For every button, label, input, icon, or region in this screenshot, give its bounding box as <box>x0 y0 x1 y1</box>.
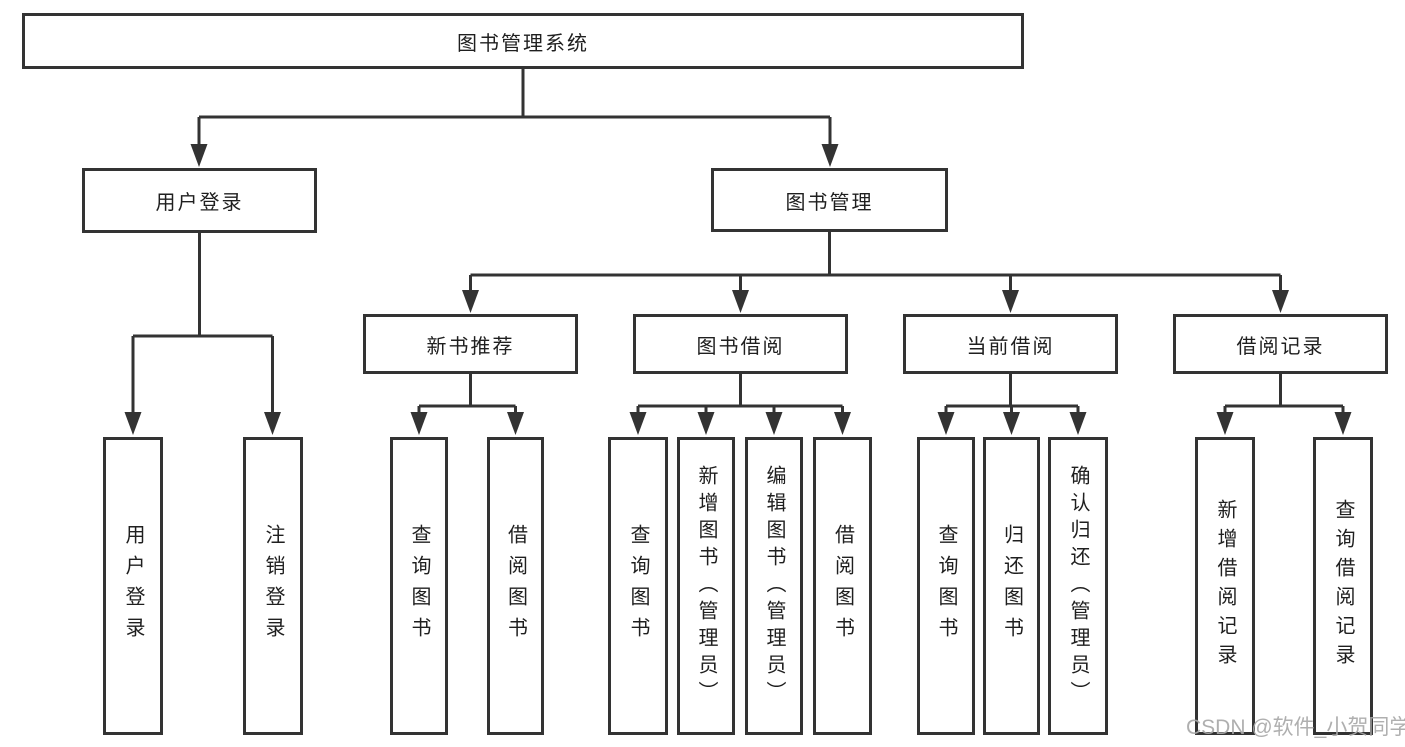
node-root: 图书管理系统 <box>22 13 1024 69</box>
node-label: 用户登录 <box>155 192 244 214</box>
node-leaf-confirm-return-admin: 确认归还（管理员） <box>1048 437 1108 735</box>
node-leaf-add-book-admin: 新增图书（管理员） <box>677 437 735 735</box>
arrowheads-new-books <box>410 412 524 435</box>
node-leaf-user-login: 用户登录 <box>103 437 163 735</box>
arrowheads-level2 <box>190 144 839 167</box>
node-leaf-query-borrow-record: 查询借阅记录 <box>1313 437 1373 735</box>
node-leaf-query-book-2: 查询图书 <box>608 437 668 735</box>
node-book-management-branch: 图书管理 <box>711 168 948 232</box>
node-label: 新增图书（管理员） <box>695 464 717 708</box>
node-leaf-logout: 注销登录 <box>243 437 303 735</box>
connector-new-books-split <box>417 374 517 413</box>
node-label: 查询图书 <box>627 524 649 648</box>
connector-root-to-level2 <box>197 69 832 146</box>
node-current-borrow: 当前借阅 <box>903 314 1118 374</box>
node-label: 查询图书 <box>408 524 430 648</box>
node-label: 用户登录 <box>122 524 144 648</box>
csdn-watermark: CSDN @软件_小贺同学 <box>1186 716 1405 739</box>
node-label: 借阅图书 <box>831 524 854 648</box>
node-label: 当前借阅 <box>966 335 1055 358</box>
node-label: 查询图书 <box>935 524 957 648</box>
node-label: 归还图书 <box>1000 524 1023 648</box>
arrowheads-records <box>1216 412 1352 435</box>
node-borrow-records: 借阅记录 <box>1173 314 1388 374</box>
node-leaf-borrow-book-1: 借阅图书 <box>487 437 544 735</box>
connector-borrow-split <box>636 374 844 413</box>
connector-book-mgmt-split <box>469 232 1282 291</box>
connector-current-split <box>944 374 1080 413</box>
arrowheads-current <box>937 412 1087 435</box>
node-root-label: 图书管理系统 <box>457 32 589 55</box>
node-new-book-recommend: 新书推荐 <box>363 314 578 374</box>
node-label: 查询借阅记录 <box>1332 499 1354 673</box>
node-label: 图书管理 <box>785 191 874 214</box>
arrowheads-borrow <box>629 412 851 435</box>
node-leaf-add-borrow-record: 新增借阅记录 <box>1195 437 1255 735</box>
node-leaf-borrow-book-2: 借阅图书 <box>813 437 872 735</box>
node-leaf-return-book: 归还图书 <box>983 437 1040 735</box>
node-label: 借阅图书 <box>504 524 527 648</box>
node-label: 图书借阅 <box>696 335 785 358</box>
node-label: 确认归还（管理员） <box>1067 464 1089 708</box>
node-label: 新书推荐 <box>426 335 515 358</box>
node-label: 注销登录 <box>262 524 284 648</box>
node-leaf-edit-book-admin: 编辑图书（管理员） <box>745 437 803 735</box>
node-label: 新增借阅记录 <box>1214 499 1236 673</box>
arrowheads-user-login <box>124 412 281 435</box>
node-leaf-query-book-3: 查询图书 <box>917 437 975 735</box>
node-label: 编辑图书（管理员） <box>763 464 785 708</box>
node-user-login-branch: 用户登录 <box>82 168 317 233</box>
connector-user-login-split <box>131 233 274 413</box>
node-leaf-query-book-1: 查询图书 <box>390 437 448 735</box>
node-label: 借阅记录 <box>1236 335 1325 358</box>
node-book-borrow: 图书借阅 <box>633 314 848 374</box>
connector-records-split <box>1223 374 1345 413</box>
arrowheads-level3 <box>462 290 1289 313</box>
